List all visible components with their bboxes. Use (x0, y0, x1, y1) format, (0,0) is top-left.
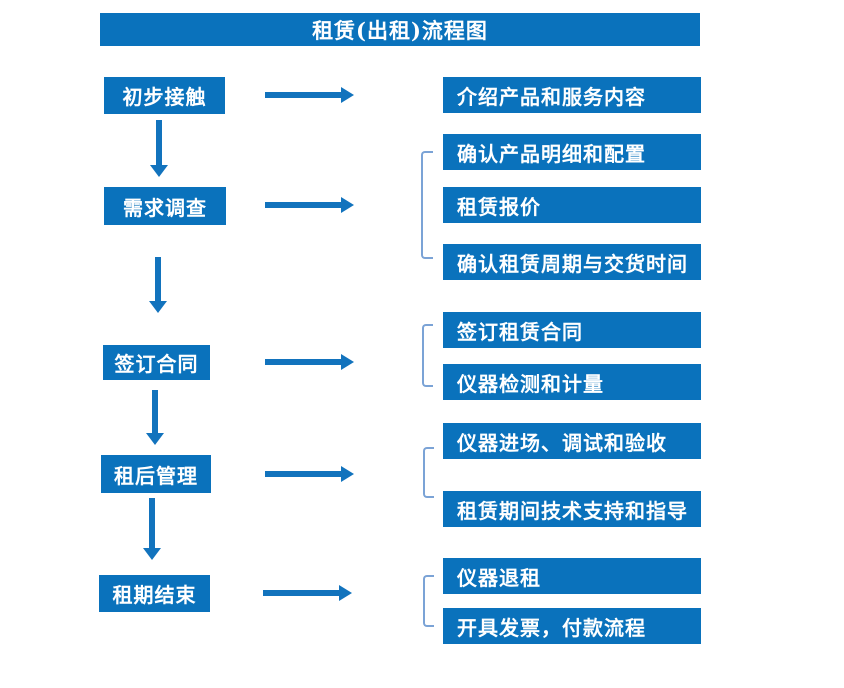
group-bracket-icon (423, 575, 434, 627)
diagram-title: 租赁(出租)流程图 (100, 13, 700, 46)
output-box-rental-quote: 租赁报价 (443, 187, 701, 223)
output-box-instrument-testing: 仪器检测和计量 (443, 364, 701, 400)
output-box-sign-rental-contract: 签订租赁合同 (443, 312, 701, 348)
output-box-confirm-period-delivery: 确认租赁周期与交货时间 (443, 244, 701, 280)
output-box-invoice-payment: 开具发票，付款流程 (443, 608, 701, 644)
output-box-instrument-setup-acceptance: 仪器进场、调试和验收 (443, 423, 701, 459)
arrow-right-icon (263, 585, 352, 601)
arrow-right-icon (265, 87, 354, 103)
arrow-right-icon (265, 466, 354, 482)
group-bracket-icon (423, 447, 434, 498)
stage-box-post-rental-management: 租后管理 (101, 455, 211, 493)
stage-box-demand-survey: 需求调查 (104, 187, 226, 225)
group-bracket-icon (421, 151, 433, 259)
arrow-down-icon (143, 498, 161, 560)
stage-box-initial-contact: 初步接触 (104, 77, 225, 114)
output-box-introduce-products-services: 介绍产品和服务内容 (443, 77, 701, 113)
arrow-right-icon (265, 354, 354, 370)
group-bracket-icon (422, 324, 433, 387)
arrow-down-icon (149, 257, 167, 313)
arrow-down-icon (146, 390, 164, 445)
output-box-confirm-product-details: 确认产品明细和配置 (443, 134, 701, 170)
arrow-right-icon (265, 197, 354, 213)
output-box-technical-support: 租赁期间技术支持和指导 (443, 491, 701, 527)
stage-box-rental-end: 租期结束 (99, 575, 210, 612)
stage-box-sign-contract: 签订合同 (103, 345, 210, 380)
arrow-down-icon (150, 120, 168, 177)
output-box-instrument-return: 仪器退租 (443, 558, 701, 594)
